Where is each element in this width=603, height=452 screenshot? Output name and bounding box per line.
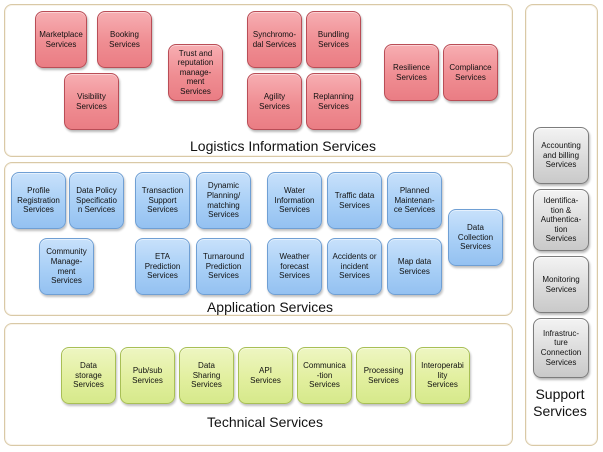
profile-registration-services-label: Profile Registration Services: [17, 186, 60, 215]
resilience-services: Resilience Services: [384, 44, 439, 101]
accounting-billing-services: Accounting and billing Services: [533, 127, 589, 184]
replanning-services-label: Replanning Services: [313, 91, 354, 111]
agility-services: Agility Services: [247, 73, 302, 130]
map-data-services: Map data Services: [387, 238, 442, 295]
profile-registration-services: Profile Registration Services: [11, 172, 66, 229]
trust-reputation-services-label: Trust and reputation manage- ment Servic…: [177, 48, 214, 96]
processing-services: Processing Services: [356, 347, 411, 404]
resilience-services-label: Resilience Services: [393, 62, 430, 82]
data-collection-services: Data Collection Services: [448, 209, 503, 266]
booking-services-label: Booking Services: [109, 29, 140, 49]
community-management-services-label: Community Manage- ment Services: [46, 247, 87, 286]
processing-services-label: Processing Services: [363, 365, 404, 385]
transaction-support-services: Transaction Support Services: [135, 172, 190, 229]
identification-authentication-services: Identifica- tion & Authentica- tion Serv…: [533, 189, 589, 251]
data-policy-specification-services: Data Policy Specificatio n Services: [69, 172, 124, 229]
weather-forecast-services: Weather forecast Services: [267, 238, 322, 295]
support-title: Support Services: [533, 386, 587, 419]
booking-services: Booking Services: [97, 11, 152, 68]
interoperability-services: Interoperabi lity Services: [415, 347, 470, 404]
trust-reputation-services: Trust and reputation manage- ment Servic…: [168, 44, 223, 101]
eta-prediction-services-label: ETA Prediction Services: [144, 252, 181, 281]
accidents-incident-services: Accidents or incident Services: [327, 238, 382, 295]
infrastructure-connection-services: Infrastruc- ture Connection Services: [533, 318, 589, 378]
logistics-title: Logistics Information Services: [190, 138, 376, 154]
replanning-services: Replanning Services: [306, 73, 361, 130]
marketplace-services: Marketplace Services: [35, 11, 87, 68]
technical-title: Technical Services: [207, 414, 323, 430]
api-services-label: API Services: [250, 365, 281, 385]
water-information-services-label: Water Information Services: [274, 186, 315, 215]
interoperability-services-label: Interoperabi lity Services: [421, 361, 464, 390]
api-services: API Services: [238, 347, 293, 404]
accidents-incident-services-label: Accidents or incident Services: [332, 252, 377, 281]
monitoring-services-label: Monitoring Services: [542, 274, 580, 294]
compliance-services: Compliance Services: [443, 44, 498, 101]
pubsub-services-label: Pub/sub Services: [132, 365, 163, 385]
data-collection-services-label: Data Collection Services: [457, 223, 494, 252]
agility-services-label: Agility Services: [259, 91, 290, 111]
synchromodal-services: Synchromo- dal Services: [247, 11, 302, 68]
transaction-support-services-label: Transaction Support Services: [141, 186, 184, 215]
pubsub-services: Pub/sub Services: [120, 347, 175, 404]
traffic-data-services-label: Traffic data Services: [334, 190, 375, 210]
monitoring-services: Monitoring Services: [533, 256, 589, 313]
synchromodal-services-label: Synchromo- dal Services: [252, 29, 297, 49]
compliance-services-label: Compliance Services: [449, 62, 492, 82]
infrastructure-connection-services-label: Infrastruc- ture Connection Services: [540, 328, 582, 367]
dynamic-planning-matching-services-label: Dynamic Planning/ matching Services: [206, 181, 241, 220]
communication-services: Communica -tion Services: [297, 347, 352, 404]
identification-authentication-services-label: Identifica- tion & Authentica- tion Serv…: [540, 196, 582, 244]
visibility-services: Visibility Services: [64, 73, 119, 130]
bundling-services: Bundling Services: [306, 11, 361, 68]
marketplace-services-label: Marketplace Services: [39, 29, 83, 49]
data-storage-services-label: Data storage Services: [73, 361, 104, 390]
map-data-services-label: Map data Services: [397, 256, 432, 276]
weather-forecast-services-label: Weather forecast Services: [279, 252, 310, 281]
visibility-services-label: Visibility Services: [76, 91, 107, 111]
data-sharing-services: Data Sharing Services: [179, 347, 234, 404]
planned-maintenance-services: Planned Maintenan- ce Services: [387, 172, 442, 229]
turnaround-prediction-services: Turnaround Prediction Services: [196, 238, 251, 295]
water-information-services: Water Information Services: [267, 172, 322, 229]
eta-prediction-services: ETA Prediction Services: [135, 238, 190, 295]
turnaround-prediction-services-label: Turnaround Prediction Services: [202, 252, 245, 281]
application-title: Application Services: [206, 299, 334, 315]
planned-maintenance-services-label: Planned Maintenan- ce Services: [393, 186, 436, 215]
data-policy-specification-services-label: Data Policy Specificatio n Services: [76, 186, 117, 215]
data-sharing-services-label: Data Sharing Services: [191, 361, 222, 390]
community-management-services: Community Manage- ment Services: [39, 238, 94, 295]
dynamic-planning-matching-services: Dynamic Planning/ matching Services: [196, 172, 251, 229]
communication-services-label: Communica -tion Services: [303, 361, 346, 390]
bundling-services-label: Bundling Services: [317, 29, 350, 49]
data-storage-services: Data storage Services: [61, 347, 116, 404]
accounting-billing-services-label: Accounting and billing Services: [541, 141, 581, 170]
traffic-data-services: Traffic data Services: [327, 172, 382, 229]
